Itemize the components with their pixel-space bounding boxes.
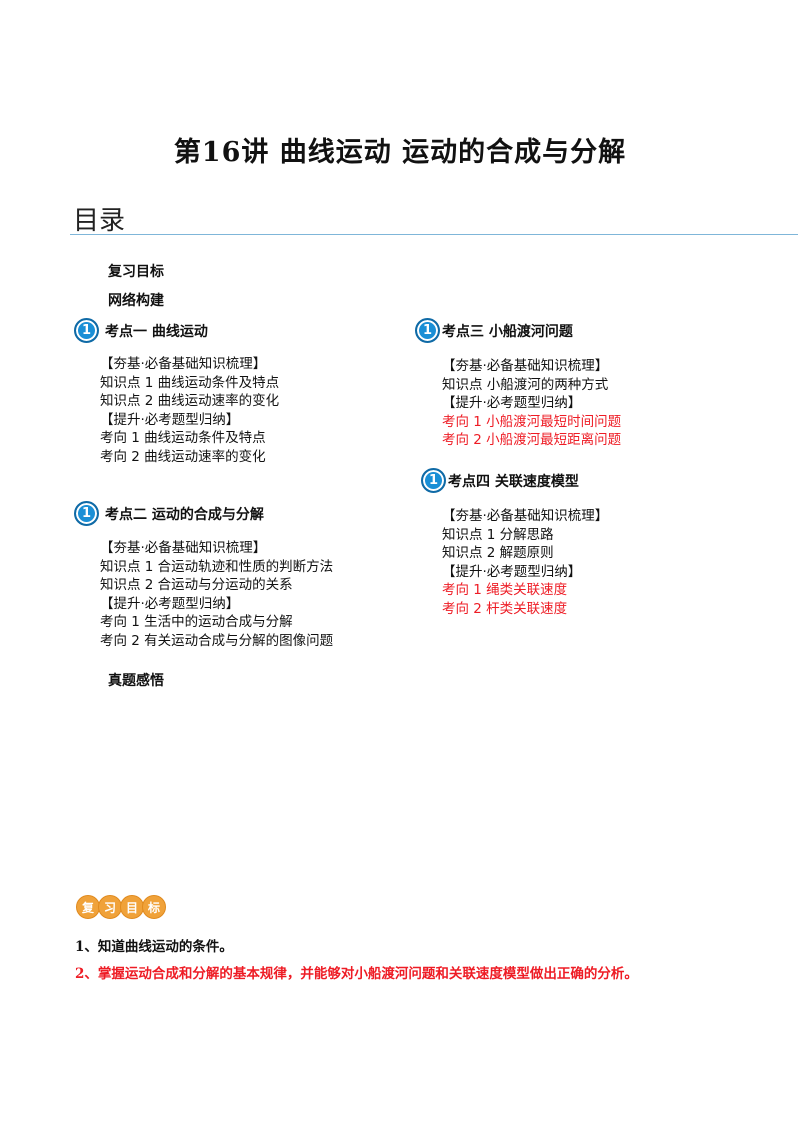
list-item[interactable]: 知识点 小船渡河的两种方式 (442, 376, 609, 393)
section-list-2: 【夯基·必备基础知识梳理】 知识点 1 合运动轨迹和性质的判断方法 知识点 2 … (100, 539, 333, 650)
list-item[interactable]: 考向 2 曲线运动速率的变化 (100, 448, 266, 465)
list-item[interactable]: 知识点 1 分解思路 (442, 526, 554, 543)
section-title: 考点二 运动的合成与分解 (105, 506, 264, 523)
number-badge-icon: 1 (415, 318, 440, 343)
section-head-1[interactable]: 1 考点一 曲线运动 (74, 318, 208, 343)
review-goal-badge: 复 习 目 标 (76, 895, 166, 919)
section-list-3: 【夯基·必备基础知识梳理】 知识点 小船渡河的两种方式 【提升·必考题型归纳】 … (442, 357, 621, 450)
section-title: 考点三 小船渡河问题 (442, 323, 573, 340)
list-item[interactable]: 考向 1 曲线运动条件及特点 (100, 430, 266, 446)
toc-heading: 目录 (73, 206, 126, 236)
list-item[interactable]: 【提升·必考题型归纳】 (100, 411, 240, 428)
toc-divider (70, 234, 798, 235)
list-item[interactable]: 考向 1 生活中的运动合成与分解 (100, 614, 293, 630)
number-badge-icon: 1 (74, 318, 99, 343)
section-title: 考点一 曲线运动 (105, 323, 208, 340)
badge-char: 习 (98, 895, 122, 919)
list-item[interactable]: 考向 2 杆类关联速度 (442, 600, 568, 617)
list-item[interactable]: 【夯基·必备基础知识梳理】 (442, 358, 609, 374)
list-item[interactable]: 知识点 2 解题原则 (442, 545, 554, 561)
number-badge-icon: 1 (74, 501, 99, 526)
toc-real-exam[interactable]: 真题感悟 (108, 673, 164, 689)
list-item[interactable]: 知识点 1 合运动轨迹和性质的判断方法 (100, 558, 334, 575)
list-item[interactable]: 知识点 1 曲线运动条件及特点 (100, 374, 280, 391)
badge-char: 标 (142, 895, 166, 919)
list-item[interactable]: 【提升·必考题型归纳】 (442, 395, 582, 411)
section-title: 考点四 关联速度模型 (448, 473, 579, 490)
toc-review-goal[interactable]: 复习目标 (108, 264, 164, 280)
list-item[interactable]: 【夯基·必备基础知识梳理】 (100, 356, 267, 372)
list-item[interactable]: 考向 2 有关运动合成与分解的图像问题 (100, 632, 334, 649)
list-item[interactable]: 知识点 2 合运动与分运动的关系 (100, 577, 293, 593)
toc-network[interactable]: 网络构建 (108, 293, 164, 309)
goal-2: 2、掌握运动合成和分解的基本规律，并能够对小船渡河问题和关联速度模型做出正确的分… (75, 966, 638, 982)
goal-1: 1、知道曲线运动的条件。 (75, 939, 233, 955)
list-item[interactable]: 知识点 2 曲线运动速率的变化 (100, 393, 280, 409)
section-list-4: 【夯基·必备基础知识梳理】 知识点 1 分解思路 知识点 2 解题原则 【提升·… (442, 507, 608, 618)
number-badge-icon: 1 (421, 468, 446, 493)
section-head-4[interactable]: 1 考点四 关联速度模型 (421, 468, 579, 493)
section-head-3[interactable]: 1 考点三 小船渡河问题 (415, 318, 573, 343)
badge-char: 目 (120, 895, 144, 919)
page-title: 第16讲 曲线运动 运动的合成与分解 (173, 137, 627, 168)
section-list-1: 【夯基·必备基础知识梳理】 知识点 1 曲线运动条件及特点 知识点 2 曲线运动… (100, 355, 279, 466)
section-head-2[interactable]: 1 考点二 运动的合成与分解 (74, 501, 264, 526)
list-item[interactable]: 考向 1 小船渡河最短时间问题 (442, 413, 622, 430)
list-item[interactable]: 【提升·必考题型归纳】 (442, 563, 582, 580)
list-item[interactable]: 【夯基·必备基础知识梳理】 (442, 508, 609, 524)
list-item[interactable]: 【提升·必考题型归纳】 (100, 595, 240, 612)
list-item[interactable]: 【夯基·必备基础知识梳理】 (100, 540, 267, 556)
badge-char: 复 (76, 895, 100, 919)
list-item[interactable]: 考向 2 小船渡河最短距离问题 (442, 432, 622, 448)
list-item[interactable]: 考向 1 绳类关联速度 (442, 582, 568, 598)
